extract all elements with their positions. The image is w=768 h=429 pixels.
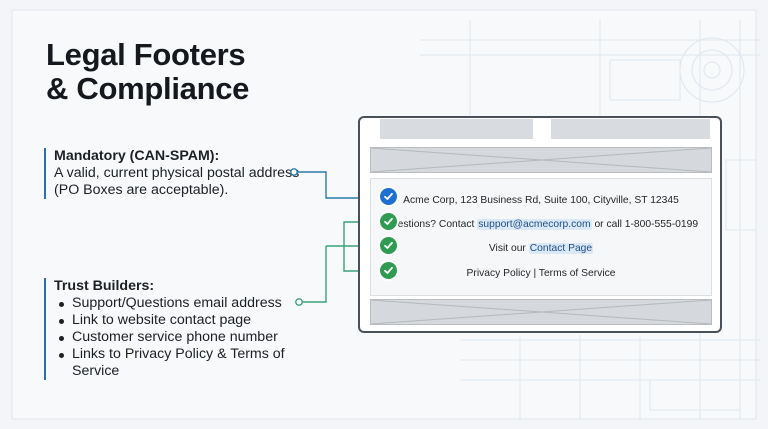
contact-page-link[interactable]: Contact Page	[528, 243, 594, 254]
placeholder-cross-icon	[371, 148, 711, 172]
mandatory-description: A valid, current physical postal address…	[54, 165, 300, 198]
placeholder-block	[551, 119, 710, 139]
check-icon	[380, 213, 397, 230]
trust-builder-item: Customer service phone number	[54, 329, 304, 346]
footer-policy-links[interactable]: Privacy Policy | Terms of Service	[466, 268, 616, 279]
mandatory-callout: Mandatory (CAN-SPAM): A valid, current p…	[44, 148, 304, 199]
placeholder-banner	[370, 147, 712, 173]
footer-address: Acme Corp, 123 Business Rd, Suite 100, C…	[403, 195, 679, 206]
page-title-line-2: & Compliance	[46, 71, 250, 106]
trust-builders-callout: Trust Builders: Support/Questions email …	[44, 278, 304, 380]
questions-prefix: Questions? Contact	[383, 219, 475, 230]
trust-builders-list: Support/Questions email address Link to …	[54, 295, 304, 380]
email-mockup: Acme Corp, 123 Business Rd, Suite 100, C…	[358, 116, 722, 333]
mandatory-heading: Mandatory (CAN-SPAM):	[54, 148, 220, 164]
support-email-link[interactable]: support@acmecorp.com	[477, 219, 592, 230]
email-footer: Acme Corp, 123 Business Rd, Suite 100, C…	[370, 178, 712, 296]
page-title-line-1: Legal Footers	[46, 37, 246, 72]
placeholder-cross-icon	[371, 300, 711, 324]
trust-builder-item: Support/Questions email address	[54, 295, 304, 312]
check-icon	[380, 262, 397, 279]
trust-builder-item: Link to website contact page	[54, 312, 304, 329]
visit-prefix: Visit our	[488, 243, 526, 254]
questions-suffix: or call 1-800-555-0199	[594, 219, 699, 230]
page-title: Legal Footers & Compliance	[46, 38, 249, 106]
footer-questions: Questions? Contact support@acmecorp.com …	[371, 219, 711, 230]
check-icon	[380, 188, 397, 205]
placeholder-banner	[370, 299, 712, 325]
check-icon	[380, 237, 397, 254]
trust-builders-heading: Trust Builders:	[54, 278, 155, 294]
footer-visit: Visit our Contact Page	[371, 243, 711, 254]
placeholder-block	[380, 119, 533, 139]
trust-builder-item: Links to Privacy Policy & Terms of Servi…	[54, 346, 304, 380]
